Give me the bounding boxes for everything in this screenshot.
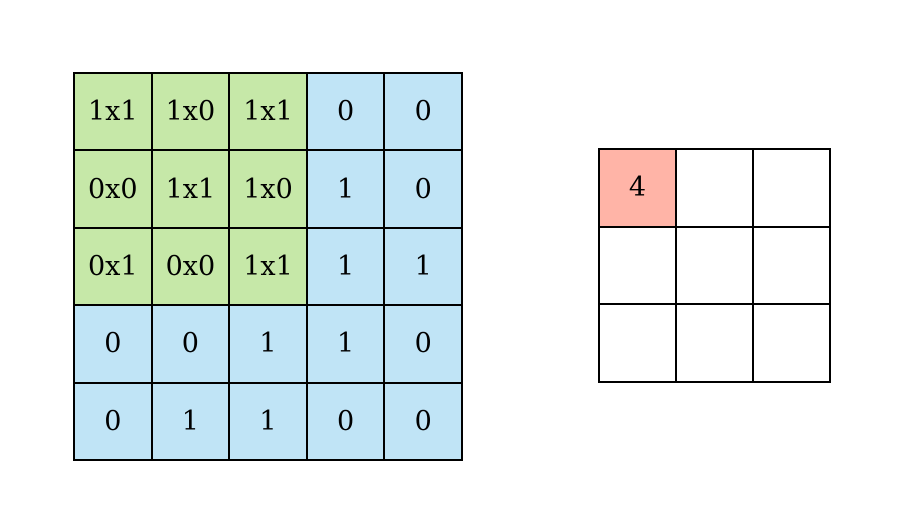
input-cell-r1c1[interactable]: 1x1 — [73, 71, 153, 152]
input-cell-r2c1[interactable]: 0x0 — [73, 149, 153, 229]
output-cell-r2c1[interactable] — [598, 225, 677, 305]
input-cell-label: 0 — [336, 96, 355, 128]
output-cell-r3c1[interactable] — [598, 303, 677, 383]
input-cell-r3c4[interactable]: 1 — [305, 226, 386, 307]
input-row: 0 0 1 1 0 — [73, 304, 463, 384]
input-cell-r1c5[interactable]: 0 — [383, 71, 463, 152]
input-row: 0x1 0x0 1x1 1 1 — [73, 226, 463, 307]
output-cell-r3c3[interactable] — [752, 303, 831, 383]
input-cell-label: 1x1 — [243, 250, 293, 282]
output-cell-r1c3[interactable] — [752, 148, 831, 228]
output-row — [598, 225, 831, 305]
input-cell-r2c5[interactable]: 0 — [383, 149, 463, 229]
input-cell-label: 1x1 — [243, 96, 293, 128]
input-cell-r1c4[interactable]: 0 — [305, 71, 386, 152]
input-cell-label: 0x0 — [165, 250, 216, 282]
output-cell-r1c1[interactable]: 4 — [598, 148, 677, 228]
input-cell-label: 0 — [104, 405, 122, 437]
input-cell-r5c2[interactable]: 1 — [150, 381, 231, 461]
input-cell-r3c2[interactable]: 0x0 — [150, 226, 231, 307]
input-cell-label: 1 — [336, 328, 355, 360]
input-cell-r4c1[interactable]: 0 — [73, 304, 153, 384]
input-cell-label: 0x1 — [88, 250, 138, 282]
output-row — [598, 303, 831, 383]
input-cell-label: 0 — [414, 173, 432, 205]
input-cell-label: 1 — [259, 405, 277, 437]
input-cell-r4c2[interactable]: 0 — [150, 304, 231, 384]
input-cell-label: 0 — [181, 328, 199, 360]
input-cell-label: 1 — [336, 250, 355, 282]
input-cell-label: 0x0 — [88, 173, 138, 205]
input-cell-r5c1[interactable]: 0 — [73, 381, 153, 461]
input-cell-r2c2[interactable]: 1x1 — [150, 149, 231, 229]
output-cell-label: 4 — [628, 172, 647, 204]
input-row: 0 1 1 0 0 — [73, 381, 463, 461]
output-cell-r2c2[interactable] — [675, 225, 754, 305]
input-cell-label: 0 — [336, 405, 355, 437]
input-cell-r1c2[interactable]: 1x0 — [150, 71, 231, 152]
input-cell-label: 1x1 — [88, 96, 138, 128]
output-row: 4 — [598, 148, 831, 228]
input-row: 1x1 1x0 1x1 0 0 — [73, 71, 463, 152]
input-cell-r4c3[interactable]: 1 — [228, 304, 308, 384]
input-row: 0x0 1x1 1x0 1 0 — [73, 149, 463, 229]
input-cell-label: 1x0 — [243, 173, 293, 205]
input-cell-label: 0 — [414, 96, 432, 128]
input-cell-label: 1x0 — [165, 96, 216, 128]
input-cell-label: 0 — [414, 405, 432, 437]
input-cell-r4c5[interactable]: 0 — [383, 304, 463, 384]
input-cell-r3c3[interactable]: 1x1 — [228, 226, 308, 307]
input-cell-label: 1 — [259, 328, 277, 360]
input-cell-r5c4[interactable]: 0 — [305, 381, 386, 461]
input-cell-r5c3[interactable]: 1 — [228, 381, 308, 461]
input-cell-r2c3[interactable]: 1x0 — [228, 149, 308, 229]
input-cell-label: 1 — [336, 173, 355, 205]
input-cell-r1c3[interactable]: 1x1 — [228, 71, 308, 152]
output-cell-r3c2[interactable] — [675, 303, 754, 383]
input-cell-label: 0 — [414, 328, 432, 360]
output-feature-map-grid: 4 — [598, 148, 831, 383]
input-cell-label: 1 — [414, 250, 432, 282]
input-cell-label: 1x1 — [165, 173, 216, 205]
output-cell-r1c2[interactable] — [675, 148, 754, 228]
input-cell-r3c5[interactable]: 1 — [383, 226, 463, 307]
input-cell-r3c1[interactable]: 0x1 — [73, 226, 153, 307]
input-cell-r2c4[interactable]: 1 — [305, 149, 386, 229]
input-cell-label: 1 — [181, 405, 199, 437]
input-cell-label: 0 — [104, 328, 122, 360]
input-cell-r5c5[interactable]: 0 — [383, 381, 463, 461]
output-grid-body: 4 — [598, 148, 831, 383]
output-cell-r2c3[interactable] — [752, 225, 831, 305]
input-cell-r4c4[interactable]: 1 — [305, 304, 386, 384]
